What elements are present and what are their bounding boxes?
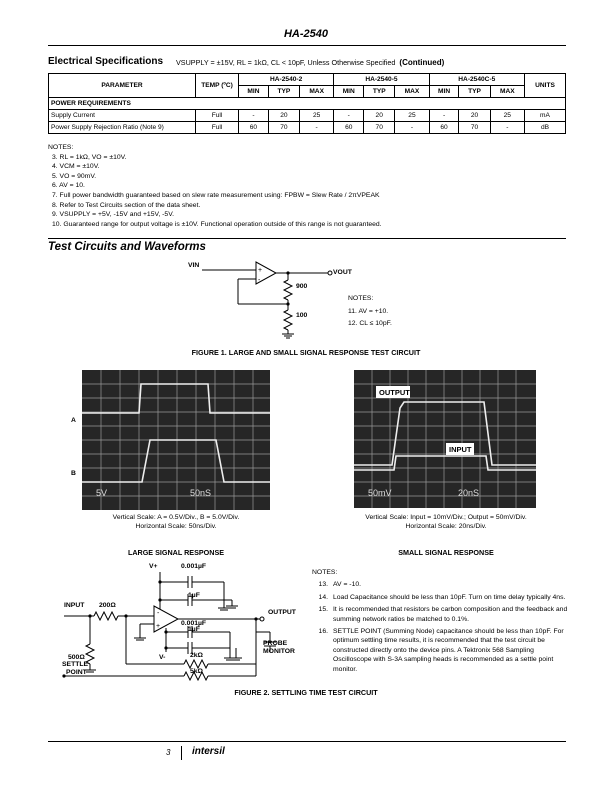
fig2-c2: 1µF — [188, 592, 200, 599]
section-row: POWER REQUIREMENTS — [48, 97, 566, 110]
group-header: HA-2540-5 — [333, 73, 430, 86]
group-header: HA-2540C-5 — [428, 73, 526, 86]
scope-large-bottom-left: 5V — [96, 488, 107, 498]
footer-divider — [181, 746, 182, 760]
spec-title: Electrical Specifications — [48, 56, 164, 67]
scope-large-bottom-mid: 50nS — [190, 488, 211, 498]
subcol: TYP — [363, 85, 396, 98]
section-title: Test Circuits and Waveforms — [48, 241, 206, 253]
note-item: 15.It is recommended that resistors be c… — [318, 606, 568, 623]
subcol: MIN — [238, 85, 269, 98]
note-item: 4. VCM = ±10V. — [52, 163, 100, 171]
header-rule — [48, 45, 566, 46]
note-item: 9. VSUPPLY = +5V, -15V and +15V, -5V. — [52, 211, 174, 219]
fig2-r-in: 200Ω — [99, 602, 116, 609]
fig2-settle: SETTLE — [62, 661, 89, 668]
notes2-block: NOTES: 13.AV = -10. 14.Load Capacitance … — [312, 568, 574, 674]
scope-small-bottom-mid: 20nS — [458, 488, 479, 498]
subcol: MAX — [489, 85, 526, 98]
subcol: TYP — [267, 85, 300, 98]
fig1-r2-label: 100 — [296, 312, 308, 319]
subcol: MAX — [394, 85, 430, 98]
svg-text:-: - — [157, 610, 160, 617]
scope-small-bottom-left: 50mV — [368, 488, 392, 498]
fig2-point: POINT — [66, 669, 87, 676]
fig2-probe: PROBE — [263, 640, 288, 647]
fig2-r2k: 2kΩ — [190, 652, 204, 659]
fig1-note11: 11. AV = +10. — [348, 308, 389, 315]
page-header-title: HA-2540 — [283, 28, 329, 40]
notes-block: NOTES: 3. RL = 1kΩ, VO = ±10V. 4. VCM = … — [48, 143, 382, 229]
fig1-notes-label: NOTES: — [348, 295, 374, 302]
fig2-vminus: V- — [159, 654, 166, 661]
note-item: 14.Load Capacitance should be less than … — [318, 593, 566, 601]
note-item: 7. Full power bandwidth guaranteed based… — [52, 191, 380, 199]
fig1-r1-label: 900 — [296, 283, 308, 290]
scope-large-vscale: Vertical Scale: A = 0.5V/Div., B = 5.0V/… — [112, 514, 240, 521]
scope-small-input-tag: INPUT — [449, 445, 472, 454]
fig2-c3: 0.001µF — [181, 620, 207, 627]
fig1-note12: 12. CL ≤ 10pF. — [348, 320, 392, 327]
fig2-input: INPUT — [64, 602, 85, 609]
note-item: 10. Guaranteed range for output voltage … — [52, 220, 382, 228]
note-item: 3. RL = 1kΩ, VO = ±10V. — [52, 153, 127, 161]
footer-rule — [48, 741, 566, 742]
scope-small-hscale: Horizontal Scale: 20ns/Div. — [405, 523, 487, 530]
scope-small-image: OUTPUT INPUT 50mV 20nS — [354, 370, 536, 508]
scope-large-label-b: B — [71, 470, 76, 477]
fig2-vplus: V+ — [149, 563, 158, 570]
note-item: 13.AV = -10. — [318, 581, 362, 589]
scope-large-title: LARGE SIGNAL RESPONSE — [127, 548, 225, 557]
notes2-label: NOTES: — [312, 569, 338, 576]
table-row: Supply Current Full - 20 25 - 20 25 - 20… — [48, 109, 566, 122]
fig2-monitor: MONITOR — [263, 648, 295, 655]
svg-text:-: - — [258, 277, 261, 284]
fig1-caption: FIGURE 1. LARGE AND SMALL SIGNAL RESPONS… — [191, 348, 421, 357]
fig1-circuit: + - — [202, 261, 333, 339]
group-header: HA-2540-2 — [237, 73, 335, 86]
note-item: 6. AV = 10. — [52, 182, 85, 190]
note-item: 16.SETTLE POINT (Summing Node) capacitan… — [318, 628, 564, 673]
subcol: MIN — [333, 85, 365, 98]
scope-large-image: 5V 50nS — [82, 370, 270, 510]
note-item: 8. Refer to Test Circuits section of the… — [52, 201, 201, 209]
fig2-r5k: 5kΩ — [190, 668, 204, 675]
table-row: Power Supply Rejection Ratio (Note 9) Fu… — [48, 121, 566, 134]
fig2-caption: FIGURE 2. SETTLING TIME TEST CIRCUIT — [234, 688, 378, 697]
intersil-logo: intersil — [192, 746, 225, 757]
section-rule — [48, 238, 566, 239]
fig2-output: OUTPUT — [268, 609, 296, 616]
fig2-c1: 0.001µF — [181, 563, 207, 570]
fig2-r500: 500Ω — [68, 654, 85, 661]
scope-small-title: SMALL SIGNAL RESPONSE — [398, 548, 494, 557]
fig2-c4: 1µF — [188, 626, 200, 633]
spec-conditions: VSUPPLY = ±15V, RL = 1kΩ, CL < 10pF, Unl… — [176, 58, 445, 67]
spec-table: PARAMETER TEMP (ºC) HA-2540-2 HA-2540-5 … — [48, 73, 566, 134]
scope-small-output-tag: OUTPUT — [379, 388, 410, 397]
scope-large-hscale: Horizontal Scale: 50ns/Div. — [135, 523, 217, 530]
note-item: 5. VO = 90mV. — [52, 172, 97, 180]
fig1-vin: VIN — [188, 262, 200, 269]
scope-large-label-a: A — [71, 417, 76, 424]
scope-small-vscale: Vertical Scale: Input = 10mV/Div.; Outpu… — [365, 514, 527, 521]
subcol: MIN — [428, 85, 460, 98]
fig1-vout: VOUT — [333, 269, 352, 276]
notes-label: NOTES: — [48, 144, 74, 151]
svg-text:+: + — [156, 623, 160, 630]
col-parameter: PARAMETER — [48, 73, 196, 98]
page-number: 3 — [166, 748, 171, 757]
svg-text:+: + — [258, 267, 262, 274]
fig2-circuit: - + — [62, 572, 276, 682]
subcol: MAX — [298, 85, 335, 98]
col-temp: TEMP (ºC) — [195, 73, 239, 98]
col-units: UNITS — [524, 73, 566, 98]
subcol: TYP — [458, 85, 491, 98]
